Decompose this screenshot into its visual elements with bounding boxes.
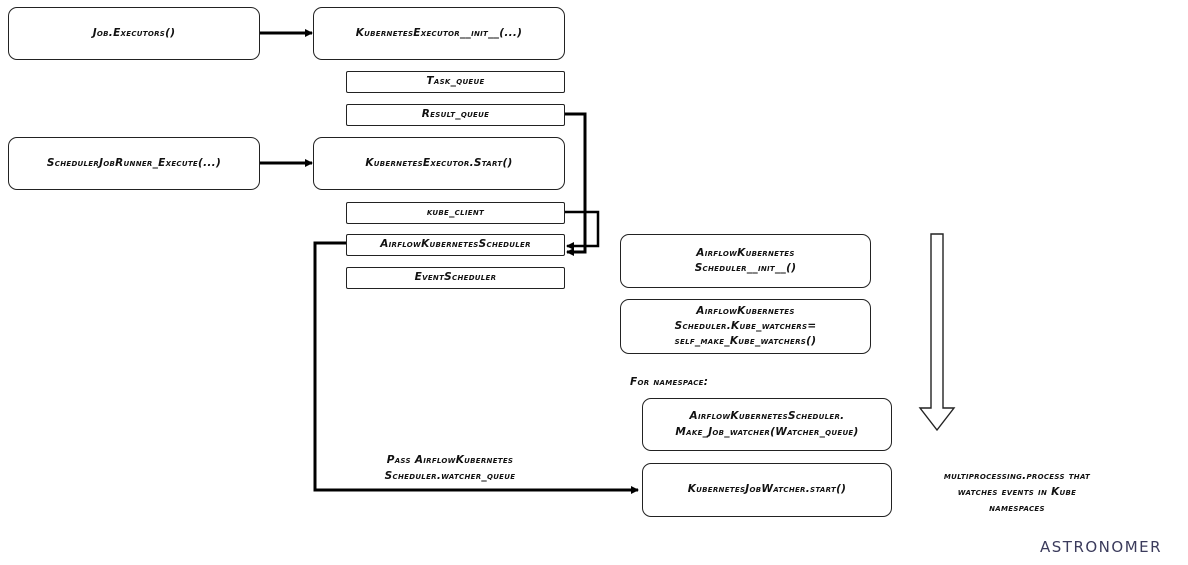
kubernetes-executor-init-label: KubernetesExecutor__init__(...) bbox=[355, 26, 523, 39]
flow-down-arrow bbox=[918, 233, 956, 432]
make-job-watcher-line1: AirflowKubernetesScheduler. bbox=[689, 410, 845, 423]
multiprocessing-note: multiprocessing.process that watches eve… bbox=[906, 469, 1128, 516]
job-executors-box: Job.Executors() bbox=[8, 7, 260, 60]
multiprocessing-note-line1: multiprocessing.process that bbox=[943, 470, 1091, 482]
result-queue-label: Result_queue bbox=[421, 108, 490, 121]
airflow-kubernetes-scheduler-label: AirflowKubernetesScheduler bbox=[380, 238, 531, 251]
scheduler-init-line1: AirflowKubernetes bbox=[696, 246, 795, 259]
kube-watchers-line2: Scheduler.Kube_watchers= bbox=[674, 319, 817, 332]
arrow-scheduler-to-job-watcher bbox=[313, 241, 639, 494]
scheduler-init-box: AirflowKubernetes Scheduler__init__() bbox=[620, 234, 871, 288]
kube-watchers-box: AirflowKubernetes Scheduler.Kube_watcher… bbox=[620, 299, 871, 354]
kubernetes-executor-start-box: KubernetesExecutor.Start() bbox=[313, 137, 565, 190]
multiprocessing-note-line2: watches events in Kube bbox=[957, 485, 1077, 498]
arrow-kube-client-to-scheduler bbox=[565, 210, 600, 250]
scheduler-job-runner-label: SchedulerJobRunner_Execute(...) bbox=[46, 156, 222, 169]
event-scheduler-label: EventScheduler bbox=[414, 271, 497, 284]
kubernetes-executor-start-label: KubernetesExecutor.Start() bbox=[365, 156, 513, 169]
result-queue-box: Result_queue bbox=[346, 104, 565, 126]
job-executors-label: Job.Executors() bbox=[92, 26, 176, 39]
kubernetes-job-watcher-start-box: KubernetesJobWatcher.start() bbox=[642, 463, 892, 517]
task-queue-label: Task_queue bbox=[426, 75, 485, 88]
pass-watcher-queue-label: Pass AirflowKubernetes Scheduler.watcher… bbox=[340, 453, 560, 485]
airflow-kubernetes-scheduler-box: AirflowKubernetesScheduler bbox=[346, 234, 565, 256]
scheduler-job-runner-box: SchedulerJobRunner_Execute(...) bbox=[8, 137, 260, 190]
arrow-result-queue-to-scheduler bbox=[565, 112, 587, 256]
pass-watcher-queue-line1: Pass AirflowKubernetes bbox=[386, 454, 514, 466]
kubernetes-job-watcher-start-label: KubernetesJobWatcher.start() bbox=[687, 483, 847, 496]
kube-client-label: kube_client bbox=[426, 206, 485, 219]
kube-watchers-line3: self_make_Kube_watchers() bbox=[674, 335, 817, 348]
make-job-watcher-box: AirflowKubernetesScheduler. Make_Job_wat… bbox=[642, 398, 892, 451]
task-queue-box: Task_queue bbox=[346, 71, 565, 93]
pass-watcher-queue-line2: Scheduler.watcher_queue bbox=[384, 469, 516, 482]
kube-watchers-line1: AirflowKubernetes bbox=[696, 304, 795, 317]
multiprocessing-note-line3: namespaces bbox=[989, 501, 1045, 514]
scheduler-init-line2: Scheduler__init__() bbox=[694, 262, 797, 274]
kubernetes-executor-init-box: KubernetesExecutor__init__(...) bbox=[313, 7, 565, 60]
kube-client-box: kube_client bbox=[346, 202, 565, 224]
for-namespace-label: For namespace: bbox=[630, 376, 709, 388]
make-job-watcher-line2: Make_Job_watcher(Watcher_queue) bbox=[675, 425, 859, 438]
event-scheduler-box: EventScheduler bbox=[346, 267, 565, 289]
astronomer-logo: ASTRONOMER bbox=[1040, 538, 1163, 556]
